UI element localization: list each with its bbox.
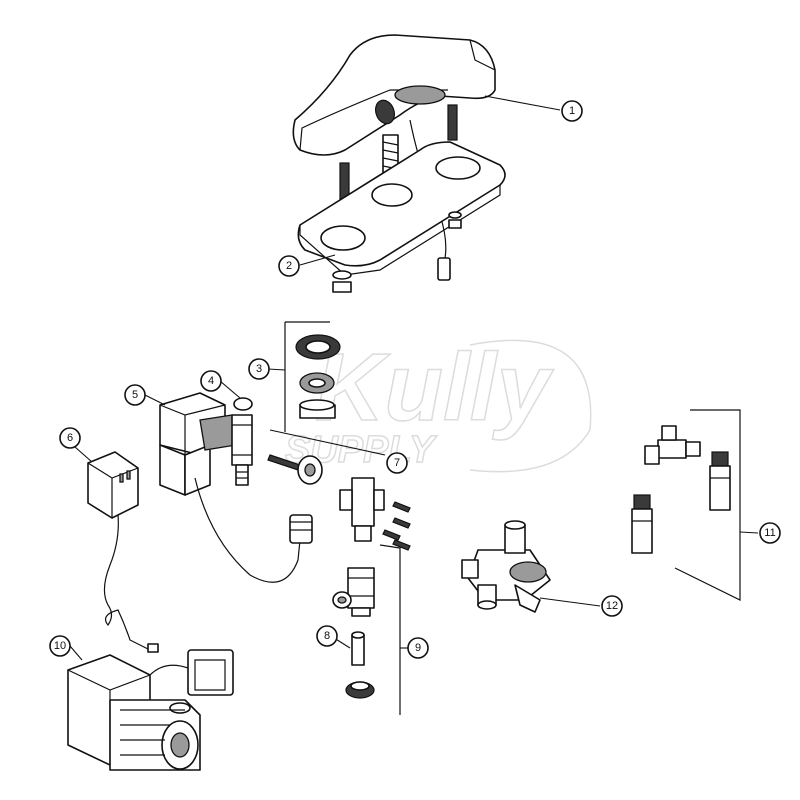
callout-2-label: 2 [286, 260, 292, 272]
callout-12-label: 12 [606, 600, 618, 612]
adapter-fitting-left [631, 494, 653, 554]
washer-nut-assembly [284, 321, 341, 432]
power-adapter [87, 451, 159, 653]
mixing-valve [461, 520, 551, 613]
o-ring [233, 397, 253, 411]
callout-12: 12 [601, 595, 623, 617]
callout-11: 11 [759, 522, 781, 544]
callout-3: 3 [248, 358, 270, 380]
bracket-line-9 [379, 544, 401, 715]
callout-3-label: 3 [256, 363, 262, 375]
control-module [67, 649, 234, 771]
callout-4-label: 4 [208, 375, 214, 387]
callout-5: 5 [124, 384, 146, 406]
callout-1-label: 1 [569, 105, 575, 117]
solenoid-valve [159, 392, 301, 583]
callout-8-label: 8 [324, 630, 330, 642]
callout-4: 4 [200, 370, 222, 392]
tee-fitting [339, 477, 411, 551]
callout-8: 8 [316, 625, 338, 647]
callout-5-label: 5 [132, 389, 138, 401]
callout-9: 9 [407, 637, 429, 659]
compression-fittings [631, 409, 741, 601]
watermark-line1: Kully [315, 334, 554, 441]
callout-9-label: 9 [415, 642, 421, 654]
base-plate [297, 141, 506, 293]
faucet-spout [292, 34, 496, 156]
callout-2: 2 [278, 255, 300, 277]
callouts: 1 2 3 4 5 6 7 8 [49, 100, 781, 659]
watermark-swoosh [469, 339, 592, 473]
callout-1: 1 [561, 100, 583, 122]
callout-10-label: 10 [54, 640, 66, 652]
mounting-screws [382, 501, 411, 551]
leader-lines [69, 95, 759, 661]
filter-screen-assembly [267, 454, 323, 544]
angle-fitting [644, 425, 701, 465]
callout-11-label: 11 [764, 527, 775, 539]
callout-6-label: 6 [67, 432, 73, 444]
callout-6: 6 [59, 427, 81, 449]
check-valve-body [332, 567, 375, 617]
check-cartridge [345, 631, 375, 699]
callout-7: 7 [386, 452, 408, 474]
adapter-fitting-right [709, 451, 731, 511]
callout-7-label: 7 [394, 457, 400, 469]
callout-10: 10 [49, 635, 71, 657]
